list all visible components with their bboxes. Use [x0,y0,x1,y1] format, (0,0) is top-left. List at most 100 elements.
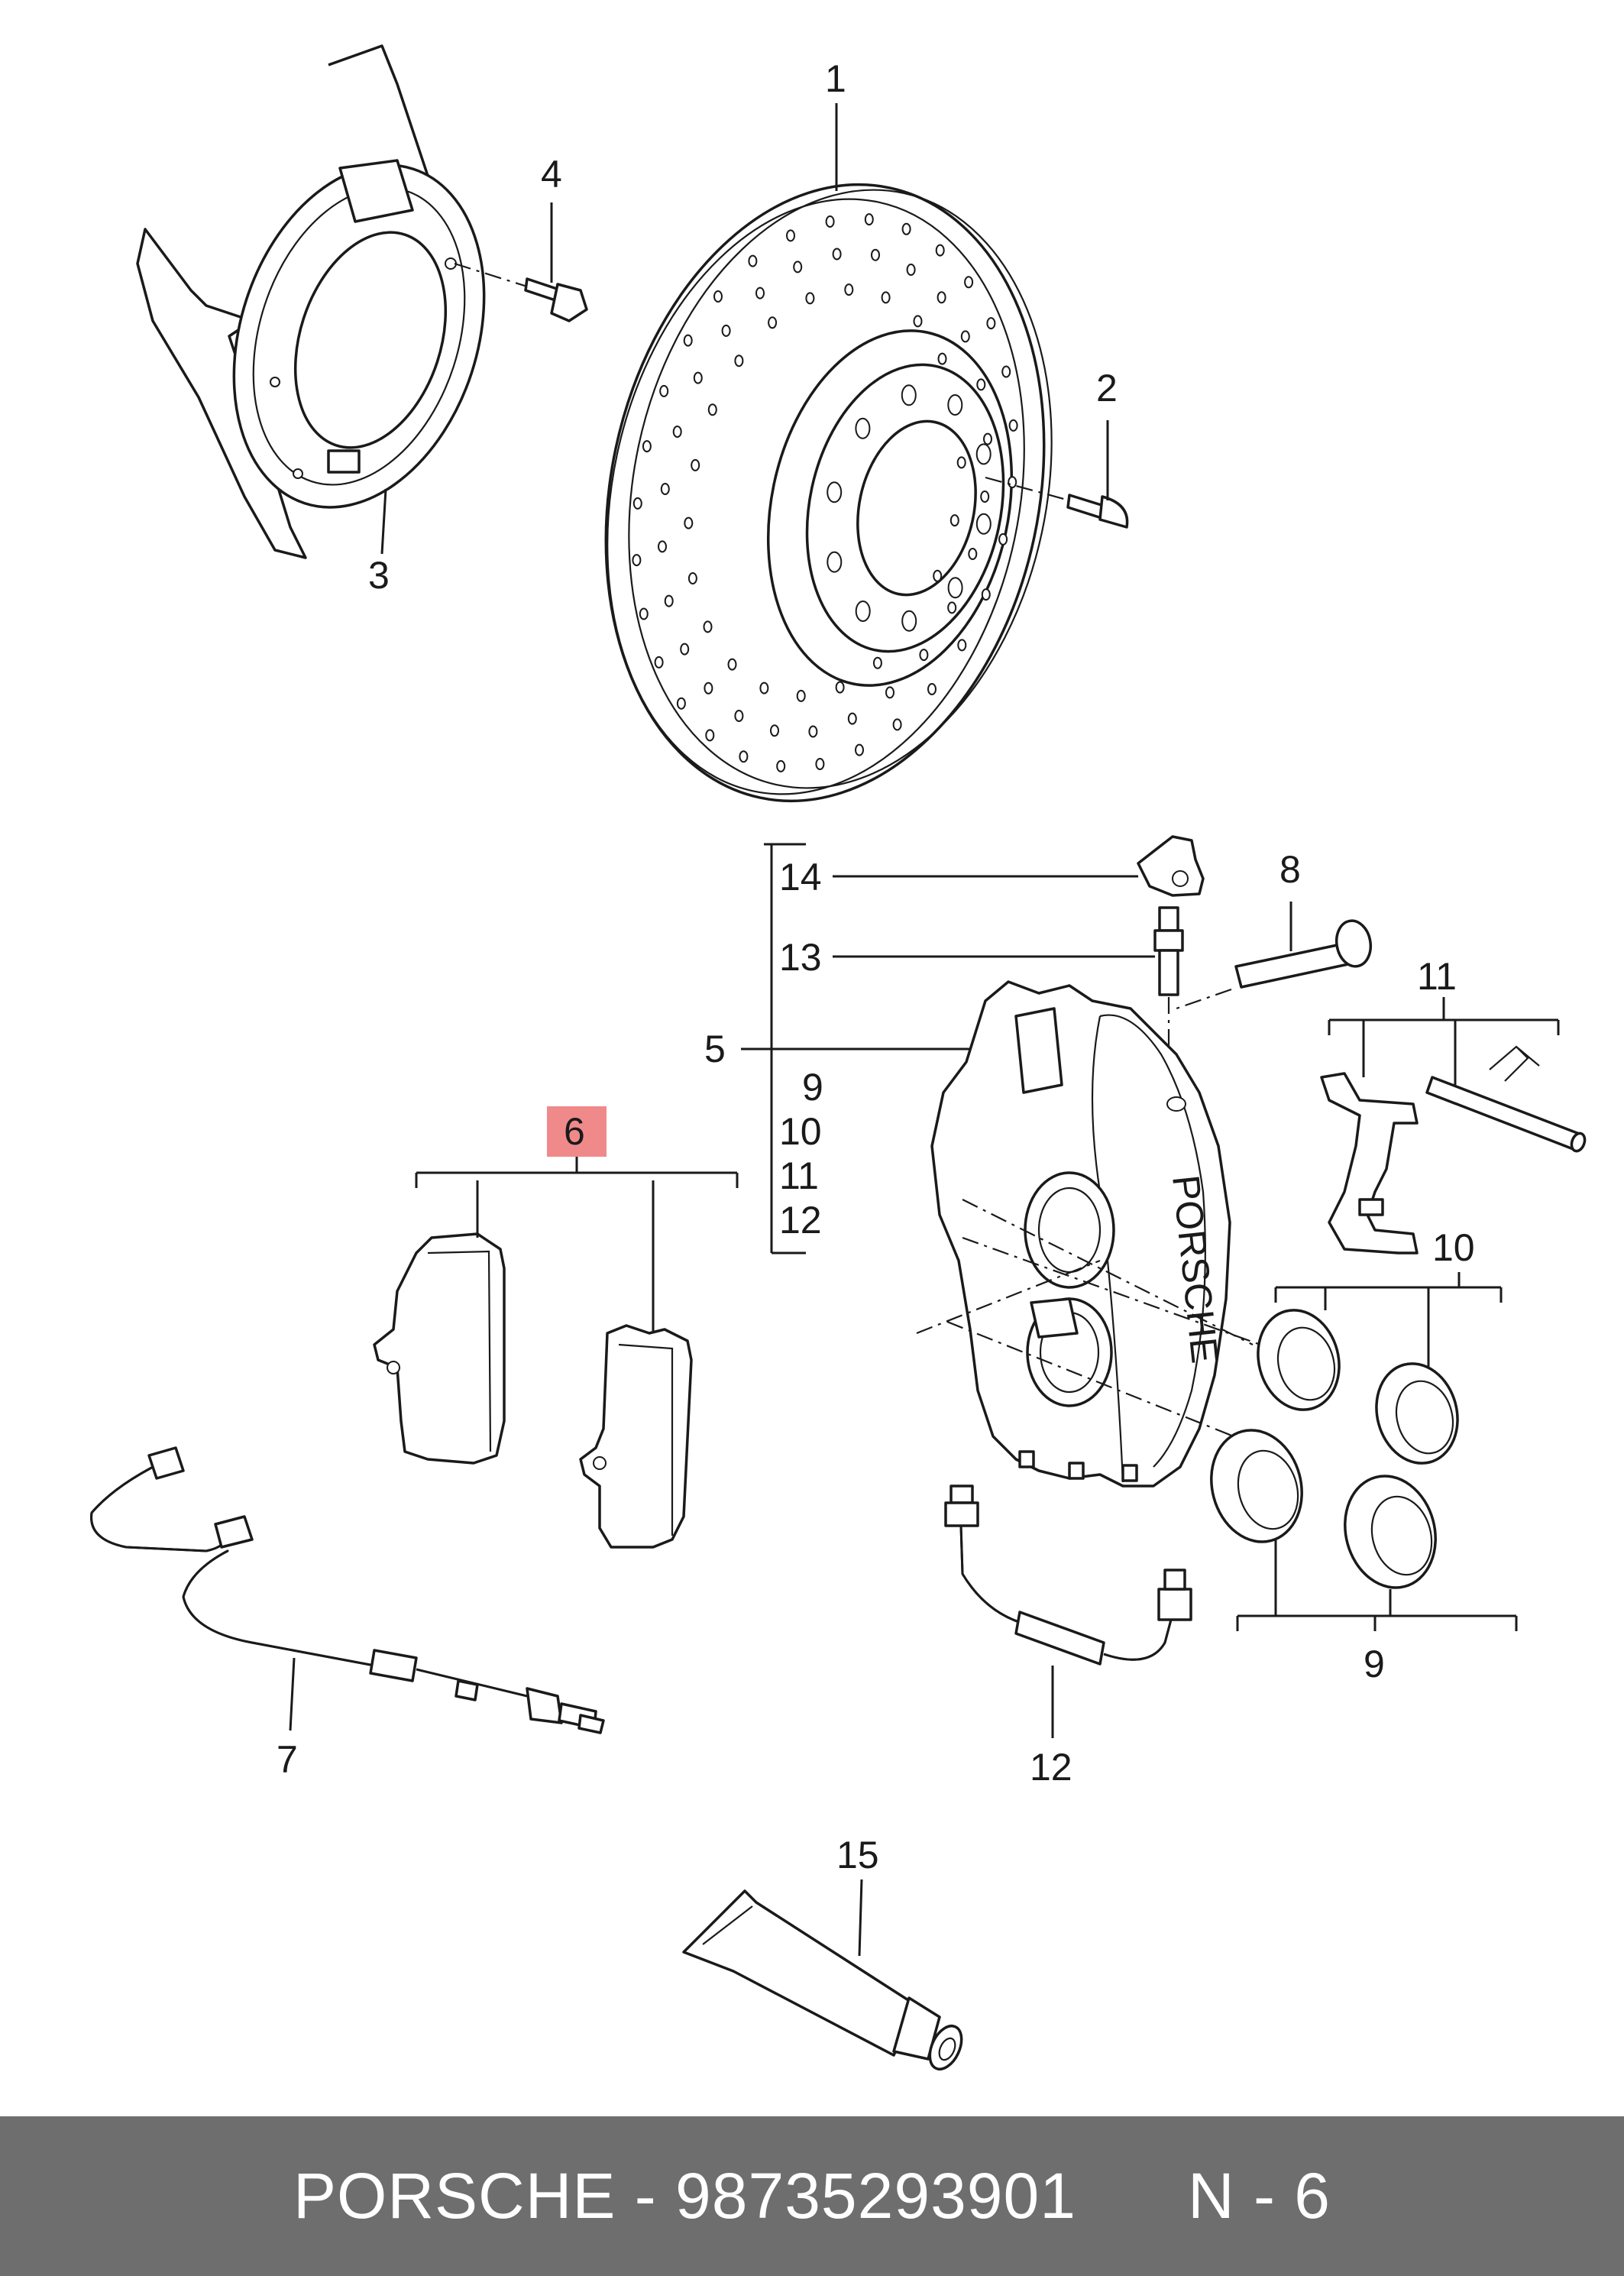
disc-drill-hole [786,229,795,242]
hub-bolt-hole [975,513,992,535]
grease-tube-part [682,1889,963,2070]
hub-bolt-hole [947,577,963,599]
callout-11-list: 11 [779,1154,819,1197]
disc-drill-hole [693,371,703,384]
callout-9-list: 9 [802,1066,823,1109]
exploded-parts-diagram: PORSCHE [90,44,1587,2070]
disc-drill-hole [759,682,769,694]
callout-4: 4 [541,153,562,196]
disc-drill-hole [815,758,825,770]
leader-lines [289,103,1560,1957]
disc-drill-hole [933,569,943,582]
disc-drill-hole [808,725,818,738]
piston-part [1210,1429,1437,1589]
disc-drill-hole [825,215,835,228]
disc-drill-hole [768,316,778,329]
piston-seal-part [1257,1309,1459,1465]
disc-drill-hole [937,352,947,365]
disc-drill-hole [871,248,880,261]
disc-screw-part [985,476,1129,529]
disc-drill-hole [755,287,765,299]
callout-8: 8 [1279,848,1301,891]
disc-drill-hole [937,291,946,304]
footer-position: N - 6 [1187,2160,1331,2232]
pad-retainer-spring-part [1320,1072,1419,1255]
disc-drill-hole [947,601,957,614]
disc-drill-hole [705,729,715,742]
callout-2: 2 [1096,367,1118,410]
disc-drill-hole [734,355,744,367]
hub-bolt-hole [855,417,871,439]
disc-drill-hole [703,620,713,633]
footer-gap [1076,2159,1188,2233]
brake-disc-part [604,183,1053,803]
disc-drill-hole [687,572,697,584]
disc-drill-hole [844,283,854,296]
callout-labels: 1 4 2 3 14 13 8 11 5 9 10 11 12 6 10 9 7… [277,57,1475,1876]
disc-drill-hole [906,264,916,276]
disc-drill-hole [976,378,986,391]
disc-drill-hole [707,403,717,416]
disc-drill-hole [660,483,670,495]
disc-drill-hole [872,656,882,669]
disc-drill-hole [642,440,652,453]
hub-bolt-hole [947,394,963,416]
disc-drill-hole [864,213,874,226]
disc-drill-hole [748,254,758,267]
brake-line-part [944,1484,1192,1666]
disc-drill-hole [956,456,966,469]
disc-drill-hole [672,426,682,438]
disc-drill-hole [654,656,664,669]
disc-drill-hole [983,432,992,445]
disc-drill-hole [986,317,996,330]
callout-10-right: 10 [1432,1226,1475,1269]
disc-drill-hole [776,759,786,772]
disc-drill-hole [805,292,815,305]
caliper-bolt-part [1176,919,1373,1010]
callout-9-right: 9 [1364,1643,1385,1685]
disc-drill-hole [721,324,731,337]
disc-drill-hole [981,588,991,601]
hub-bolt-holes [827,384,992,632]
shield-bolt-part [454,262,588,322]
dust-shield-part [136,44,486,559]
disc-drill-hole [632,497,642,510]
disc-drill-hole [855,743,864,756]
callout-3: 3 [368,554,390,597]
callout-7: 7 [277,1738,298,1781]
callout-1: 1 [825,57,846,100]
disc-drill-hole [835,681,845,694]
retaining-pin-part [1425,1045,1587,1153]
hub-bolt-hole [901,384,917,406]
callout-15: 15 [836,1834,879,1876]
hub-bolt-hole [827,481,843,503]
footer-brand: PORSCHE [293,2160,616,2232]
highlight-box [547,1106,607,1157]
disc-drill-hole [892,718,902,731]
callout-11-right: 11 [1417,955,1457,998]
disc-drill-hole [658,540,667,553]
callout-6: 6 [564,1110,585,1153]
brake-caliper-part: PORSCHE [916,980,1261,1488]
disc-drill-hole [927,683,937,695]
hub-bolt-hole [855,601,871,622]
disc-drill-hole [713,290,723,303]
disc-drill-hole [913,315,923,328]
disc-drill-hole [980,490,990,503]
disc-drill-hole [691,458,700,471]
disc-drill-hole [1001,365,1011,378]
disc-drill-hole [639,607,649,620]
footer-bar: PORSCHE - 98735293901 N - 6 [0,2116,1624,2276]
disc-drill-hole [1008,476,1017,489]
disc-drill-hole [770,724,779,737]
disc-drill-hole [832,248,842,261]
hub-bolt-hole [827,551,843,573]
footer-separator: - [616,2160,676,2232]
disc-drill-hole [847,712,857,725]
disc-drill-hole [919,649,929,662]
disc-drill-hole [935,244,945,257]
disc-drill-hole [957,639,967,652]
disc-drill-hole [734,710,744,722]
disc-drill-hole [1008,419,1018,432]
disc-drill-hole [901,222,911,235]
